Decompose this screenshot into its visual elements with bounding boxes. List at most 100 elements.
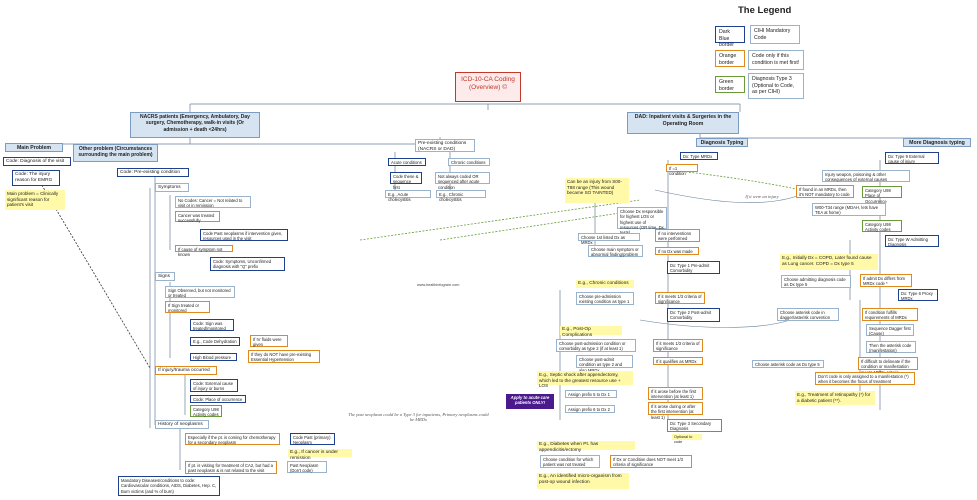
pre-admission-node: Choose pre-admission existing condition … [576,292,634,305]
choose-1st-node: Choose 1st listed Dx as MRDx [578,233,640,245]
type6-node: Dx: Type 6 Proxy MRDx [898,289,938,301]
code-sign-node: Code: Sign was treated/monitored [190,319,234,331]
main-problem-note: Main problem = Clinically significant re… [5,190,65,210]
type9-node: Dx: Type 9 External cause of injury [885,152,939,164]
choose-asterisk-node: Choose asterisk code in dagger/asterisk … [777,308,839,321]
meets-13b-node: If it meets 1/3 criteria of significance [653,339,703,352]
choose-m-node: Choose Dx responsible for highest LOS or… [617,207,667,235]
meets-13-node: If it meets 1/3 criteria of significance [655,292,705,304]
post-admission-node: Choose post-admission condition or comor… [556,339,636,352]
chemo-node: Especially if the pt. is coming for chem… [185,433,280,445]
dagger-node: Sequence Dagger first (Cause) [866,324,914,336]
not-treated-node: Choose condition for which patient was n… [540,455,600,468]
post-admit-mrdx-node: Choose post-admit condition as type 2 an… [576,355,633,373]
cancer-treated-node: Cancer was treated successfully [175,211,220,223]
acute-node: Acute conditions [388,158,426,166]
type-w-node: Dx: Type W Admitting Diagnosis [885,235,939,247]
chronic-node: Chronic conditions [448,158,490,166]
more-typing-header: More Diagnosis typing [903,138,971,147]
acute-eg-node: E.g., Acute cholecystitis [385,190,431,202]
optional-label: Optional to code [672,434,702,444]
main-problem-header: Main Problem [5,143,63,152]
website-label: www.healthinfogram.com [415,282,470,288]
diagnosis-header: Diagnosis Typing [696,138,748,147]
fulfills-node: If condition fulfills requirements of MR… [862,308,918,321]
code-dehydration-node: E.g., Code Dehydration [190,337,240,346]
legend-title: The Legend [738,5,792,16]
qualifies-node: If it qualifies as MRDx [653,357,703,365]
apply-acute-badge: Apply to acute care patients ONLY! [506,394,554,409]
past-neoplasm-node: Past Neoplasm (Don't code) [287,461,327,473]
postop-eg-node: E.g., Post-Op Complications [560,326,622,338]
prefix-1-node: Assign prefix 5 to Dx 1 [565,390,617,398]
dad-node: DAD: Inpatient visits & Surgeries in the… [627,112,739,134]
mandatory-node: Mandatory Diseases/conditions to code: C… [118,476,220,496]
ca-treatment-node: If pt. is visiting for treatment of CA2,… [185,461,277,474]
dont-code-node: Don't code is only assigned to a manifes… [815,372,915,385]
one-cond-node: If =1 condition [666,164,698,176]
iv-fluids-node: If IV fluids were given [250,335,288,347]
symptoms-node: Symptoms [155,183,189,192]
past-neo-note: The past neoplasm could be a Type 3 for … [348,412,489,422]
history-neo-node: History of neoplasms [155,420,209,429]
arose-before-node: If it arose before the first interventio… [648,387,703,400]
high-bp-node: High Blood pressure [190,353,237,361]
choose-main-node: Choose main symptom or abnormal finding/… [588,245,643,257]
no-cancer-node: No Codes: Cancer = Not related to visit … [175,196,251,208]
ext-cause-node: Code: External cause of injury or burns [190,379,238,392]
difficult-node: If difficult to delineate if the conditi… [858,357,918,375]
diabetes-eg-node: E.g., Diabetes when Pt. has appendicitis… [537,441,635,453]
code-symptoms-node: Code: Symptoms, Unconfirmed diagnosis wi… [210,257,285,271]
not-always-node: Not always coded OR sequenced after acut… [435,172,490,190]
w00-node: W00-T34 range (MDAH, lets have TEA at ho… [812,203,886,216]
chronic-eg-node: E.g., Chronic cholecystitis [436,190,486,202]
choose-admitting-node: Choose admitting diagnosis code as Dx ty… [781,275,851,288]
category-u98-place-node: Category U98 Place of Occurrence [862,186,902,204]
code-these-node: Code these & sequence first [390,172,422,190]
septic-eg-node: E.g., Septic shock after appendectomy, w… [537,371,633,388]
injury-note-node: Can be an injury from S00-T88 range (Thi… [565,178,629,203]
choose-type5-node: Choose asterisk code as Dx type 5 [752,360,824,368]
injury-trauma-node: If injury/trauma occurred [155,366,217,375]
no-meet-node: If Dx or Condition does NOT meet 1/3 cri… [610,455,692,468]
preexist-code: Code: Pre-existing condition [117,168,189,177]
main-problem-injury: Code: The injury reason for EMRG [12,170,60,186]
code-past-primary-node: Code Past (primary) Neoplasm [290,433,335,445]
no-hypertension-node: If they do NOT have pre-existing Essenti… [248,350,320,363]
if-remission-node: E.g., If cancer is under remission [288,449,352,461]
if-injury-label: If it were an injury [745,194,779,199]
root-node: ICD-10-CA Coding (Overview) © [455,72,521,102]
if-mrdx-node: If found in an MRDx, then it's NOT manda… [796,185,854,198]
sign-observed-node: Sign Observed, but not monitored or trea… [165,286,235,298]
legend-orange-meaning: Code only if this condition is met first… [748,50,804,70]
asterisk-code-node: Then the asterisk code (manifestation) [866,341,916,353]
micro-eg-node: E.g., An identified micro-organism from … [537,473,629,489]
legend-green-meaning: Diagnosis Type 3 (Optional to Code, as p… [748,73,804,99]
preexisting-header: Pre-existing conditions (NACRS or DAD) [415,139,475,152]
type-m-node: Dx: Type MRDx [680,152,718,160]
code-past-node: Code Past neoplasms if intervention give… [200,229,288,241]
type3-node: Dx: Type 3 Secondary Diagnosis [667,419,722,432]
place-node: Code: Place of occurrence [190,395,246,403]
sign-treated-node: If Sign treated or monitored [165,301,210,313]
copd-eg-node: E.g., Initially Dx = COPD, Later found c… [780,254,878,270]
nacrs-node: NACRS patients (Emergency, Ambulatory, D… [130,112,260,138]
chronic-eg-dx-node: E.g., Chronic conditions [576,280,634,288]
legend-dark-blue-swatch: Dark Blue border [715,26,745,48]
signs-node: Signs [155,272,175,281]
cause-unknown-node: If cause of symptom not known [175,245,233,257]
legend-green-swatch: Green border [715,76,745,93]
two-interventions-node: If no interventions were performed [655,229,700,242]
category-u98-node: Category U98 Activity codes [190,405,222,417]
category-u98-activity-node: Category U98 Activity codes [862,220,902,232]
type1-node: Dx: Type 1 Pre-admit Comorbidity [667,261,720,274]
legend-dark-blue-meaning: CIHI Mandatory Code [750,25,800,44]
arose-after-node: If it arose during or after the first in… [648,402,703,420]
prefix-2-node: Assign prefix 6 to Dx 2 [565,405,615,413]
other-problem-header: Other problem (Circumstances surrounding… [73,144,158,162]
main-problem-code: Code: Diagnosis of the visit [3,157,71,166]
legend-orange-swatch: Orange border [715,50,745,67]
injury-weapon-node: Injury weapon, poisoning & other consequ… [822,170,910,182]
type2-node: Dx: Type 2 Post-admit Comorbidity [667,308,720,322]
admit-differs-node: If admit Dx differs from MRDx code * [860,274,912,287]
